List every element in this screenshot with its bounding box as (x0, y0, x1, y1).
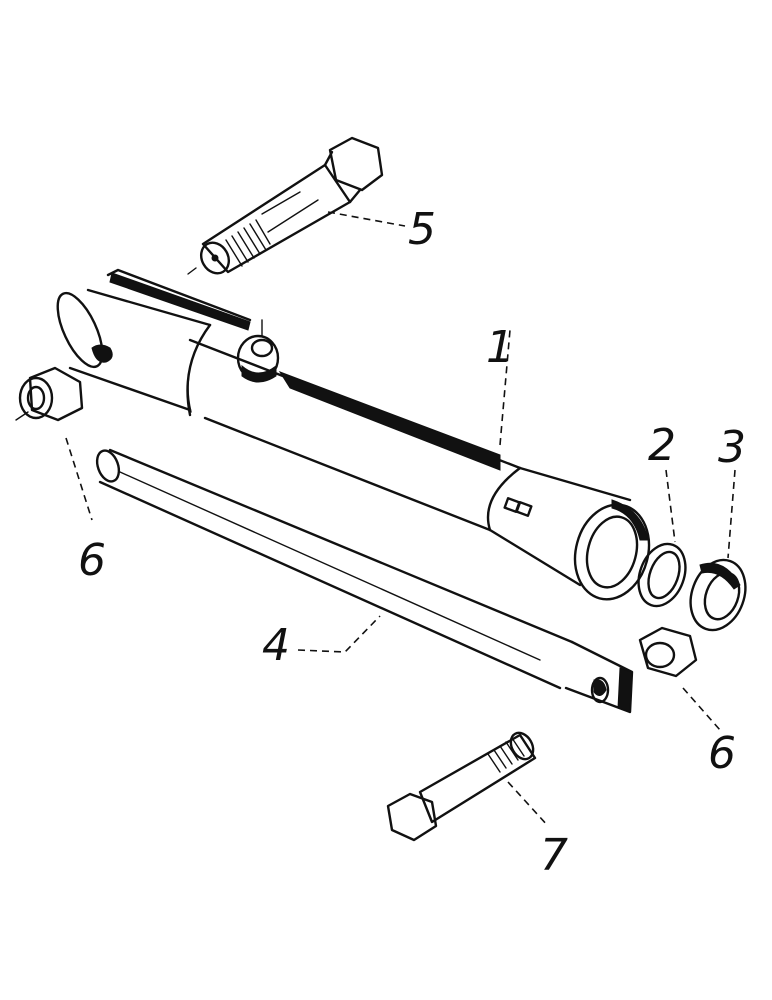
nut-part-6-right (638, 626, 698, 678)
leader-1 (499, 329, 511, 446)
callout-2: 2 (648, 420, 676, 471)
leader-4 (297, 615, 381, 653)
grease-nipple (236, 319, 280, 383)
callout-4: 4 (262, 620, 290, 671)
nut-part-3 (689, 558, 747, 632)
leader-5 (327, 211, 406, 227)
leader-2 (665, 469, 676, 543)
callout-5: 5 (408, 204, 436, 255)
callout-1: 1 (486, 322, 514, 373)
callout-7: 7 (540, 830, 568, 881)
leader-7 (507, 781, 549, 827)
callout-6b: 6 (708, 728, 736, 779)
nut-part-6-left (15, 366, 84, 422)
leader-3 (727, 469, 736, 559)
cylinder-part-1 (56, 268, 651, 601)
callout-6a: 6 (78, 535, 106, 586)
bolt-part-5 (187, 136, 384, 275)
rod-part-4 (95, 448, 634, 714)
leader-6a (65, 437, 93, 521)
ring-part-2 (637, 542, 687, 608)
callout-3: 3 (718, 422, 746, 473)
bolt-part-7 (386, 731, 537, 842)
leader-6b (682, 687, 721, 731)
